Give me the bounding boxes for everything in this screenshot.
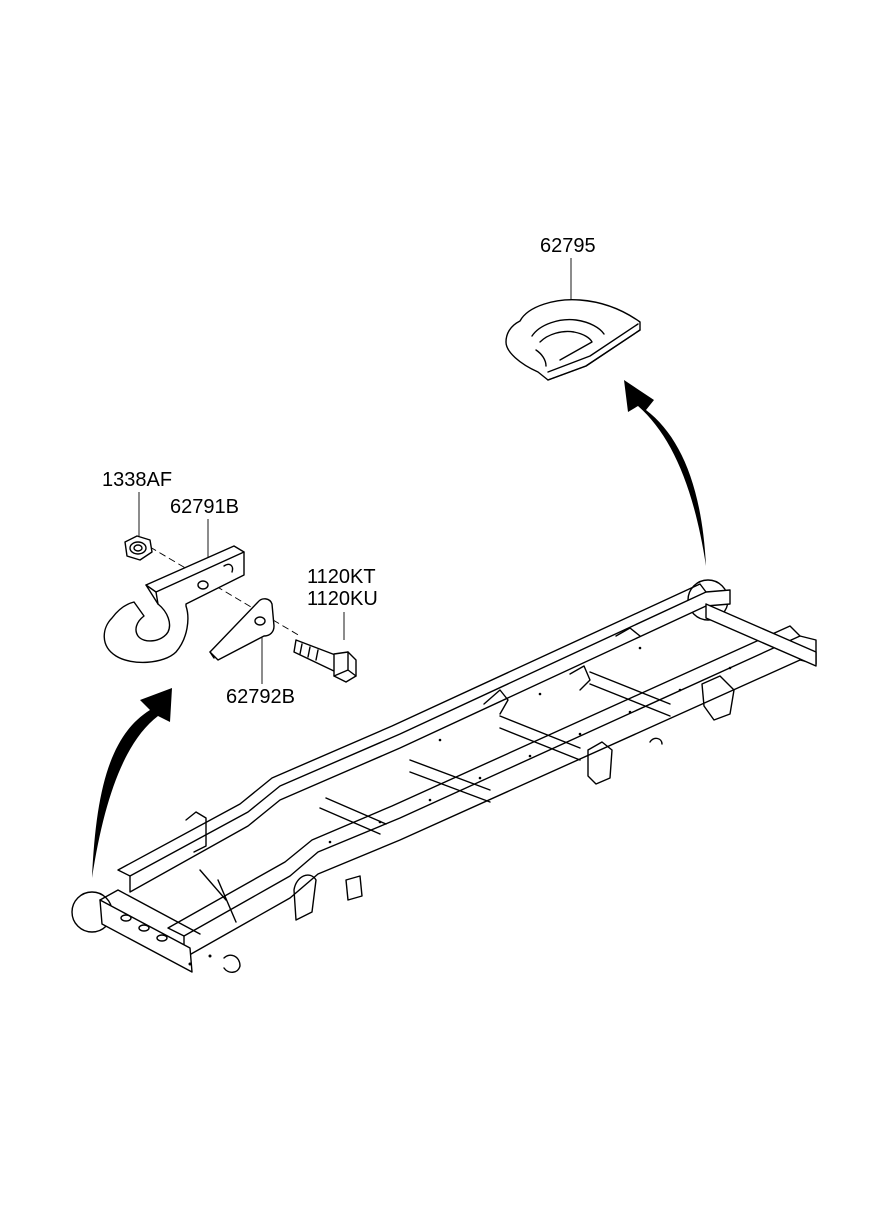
label-62791B: 62791B: [170, 496, 239, 518]
arrow-left: [92, 688, 172, 878]
label-62792B: 62792B: [226, 686, 295, 708]
label-1120KT: 1120KT: [307, 566, 376, 588]
bolt-1120KT-1120KU: [293, 639, 357, 683]
nut-1338AF: [124, 535, 153, 561]
chassis-frame: [99, 583, 817, 973]
label-1120KU: 1120KU: [307, 588, 378, 610]
tow-hook-bracket-62795: [505, 299, 641, 381]
tow-hook-62791B: [103, 545, 245, 664]
label-62795: 62795: [540, 235, 596, 257]
label-1338AF: 1338AF: [102, 469, 173, 491]
arrow-right: [624, 380, 706, 566]
plate-62792B: [209, 598, 275, 661]
leader-lines: [138, 258, 572, 684]
